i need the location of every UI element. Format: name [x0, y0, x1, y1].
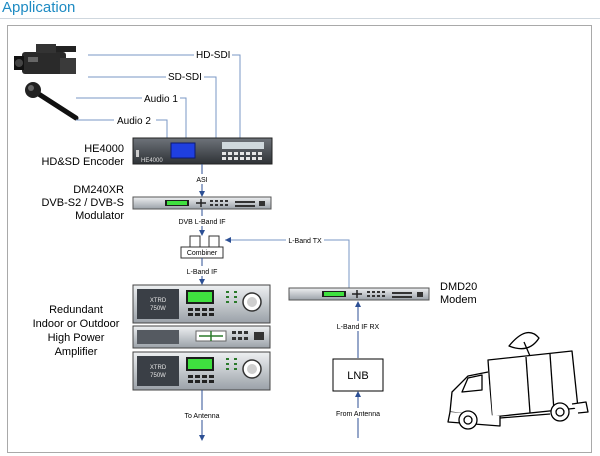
video-camera-icon [14, 44, 76, 74]
modem-caption: DMD20 Modem [440, 281, 477, 306]
hpa-bottom-panel-line2: 750W [150, 373, 166, 379]
modulator-name-line1: DM240XR [73, 184, 124, 196]
modem-name-line1: DMD20 [440, 281, 477, 293]
source-wires [76, 54, 241, 138]
diagram-frame [7, 25, 592, 453]
encoder-caption: HE4000 HD&SD Encoder [41, 143, 124, 168]
sd-sdi-label: SD-SDI [168, 72, 202, 83]
from-antenna-label: From Antenna [336, 411, 380, 418]
amplifier-caption: Redundant Indoor or Outdoor High Power A… [33, 304, 120, 358]
lband-tx-label: L-Band TX [288, 238, 322, 245]
microphone-icon [25, 82, 79, 121]
lband-if-rx-label: L-Band IF RX [337, 324, 380, 331]
encoder-name-line2: HD&SD Encoder [41, 156, 124, 168]
to-antenna-label: To Antenna [184, 413, 219, 420]
amplifier-stack: XTRD 750W [132, 284, 271, 391]
amplifier-name-line3: High Power [48, 332, 105, 344]
page-title: Application [2, 0, 76, 16]
hpa-bottom-panel-line1: XTRD [150, 365, 167, 371]
encoder-name-line1: HE4000 [84, 143, 124, 155]
modulator-unit [132, 196, 272, 210]
hd-sdi-label: HD-SDI [196, 50, 230, 61]
title-divider [0, 18, 600, 19]
combiner-unit: Combiner [180, 235, 224, 259]
lband-if-label: L-Band IF [187, 269, 218, 276]
modulator-name-line2: DVB-S2 / DVB-S [41, 197, 124, 209]
modulator-caption: DM240XR DVB-S2 / DVB-S Modulator [41, 184, 124, 222]
satellite-truck-icon [447, 331, 589, 430]
amplifier-name-line4: Amplifier [55, 346, 98, 358]
modem-name-line2: Modem [440, 294, 477, 306]
hpa-top-panel-line1: XTRD [150, 298, 167, 304]
amplifier-name-line2: Indoor or Outdoor [33, 318, 120, 330]
combiner-label: Combiner [187, 250, 218, 257]
lnb-label: LNB [347, 370, 368, 382]
modem-unit [288, 287, 430, 301]
amplifier-name-line1: Redundant [49, 304, 103, 316]
lband-tx-wire [225, 239, 350, 288]
audio-1-label: Audio 1 [144, 94, 178, 105]
source-labels: HD-SDI SD-SDI Audio 1 Audio 2 [114, 49, 232, 127]
dvb-lband-if-label: DVB L-Band IF [178, 219, 225, 226]
asi-label: ASI [196, 177, 207, 184]
encoder-unit: HE4000 [132, 137, 273, 165]
encoder-panel-label: HE4000 [141, 158, 163, 164]
audio-2-label: Audio 2 [117, 116, 151, 127]
hpa-top-panel-line2: 750W [150, 306, 166, 312]
lband-tx-arrowhead [225, 237, 231, 243]
lnb-unit: LNB [332, 358, 384, 392]
modulator-name-line3: Modulator [75, 210, 124, 222]
